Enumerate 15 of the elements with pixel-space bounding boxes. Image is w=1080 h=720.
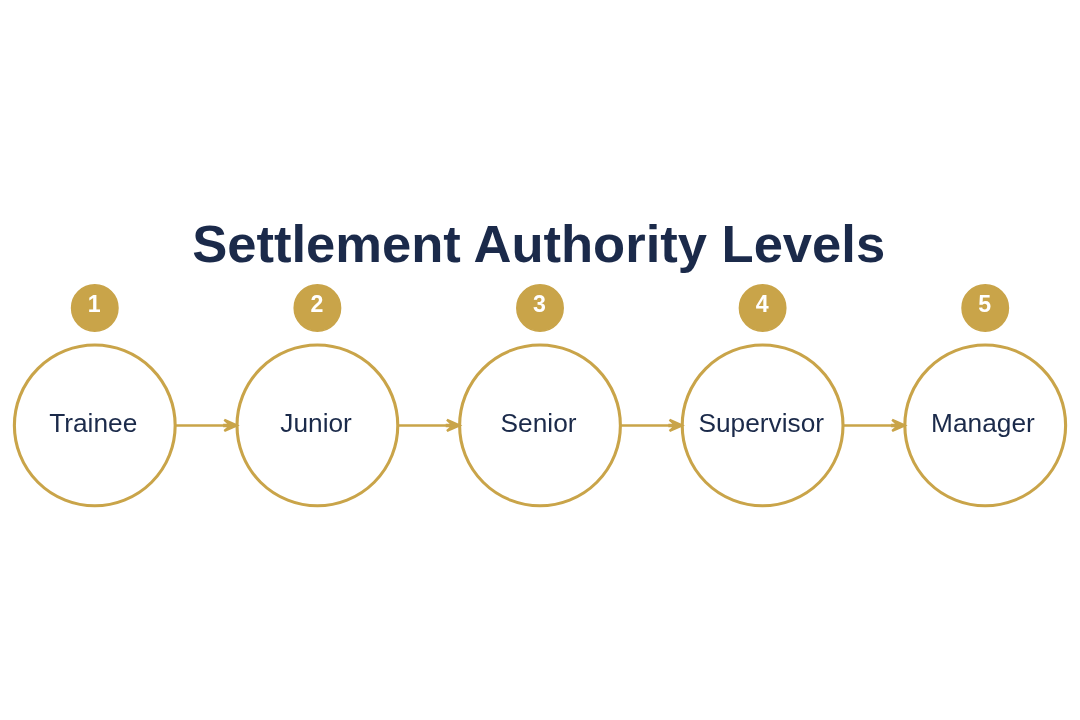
- node-circle: Trainee: [12, 343, 177, 507]
- node-circle: 4: [738, 283, 787, 332]
- node-circle: Junior: [235, 343, 400, 507]
- arrow: [398, 418, 461, 432]
- diagram-title: Settlement Authority Levels: [192, 213, 886, 273]
- arrow: [843, 418, 906, 432]
- arrow: [620, 418, 684, 432]
- node-circle: 3: [516, 283, 564, 332]
- node-circle: Supervisor: [680, 343, 845, 507]
- arrow: [175, 418, 238, 432]
- node-circle: 5: [961, 283, 1010, 332]
- node-circle: Manager: [903, 343, 1068, 507]
- node-circle: 1: [70, 283, 119, 332]
- node-circle: 2: [293, 283, 342, 332]
- node-circle: Senior: [458, 343, 622, 507]
